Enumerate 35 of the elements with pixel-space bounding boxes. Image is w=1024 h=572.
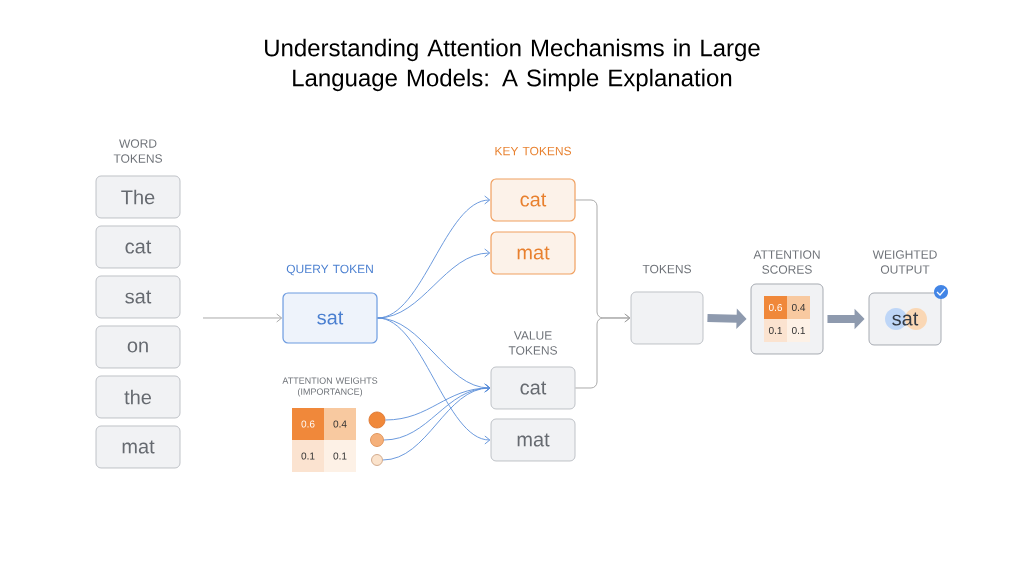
- column-heading: ATTENTION SCORES: [753, 250, 820, 274]
- value-token-box: mat: [490, 418, 576, 462]
- arrow: [382, 383, 491, 461]
- arrow: [377, 317, 491, 445]
- word-token-box: cat: [95, 225, 181, 269]
- weight-cell: 0.4: [324, 408, 356, 440]
- score-cell: 0.4: [787, 296, 810, 319]
- score-cell: 0.1: [764, 319, 787, 342]
- weight-cell: 0.6: [292, 408, 324, 440]
- word-token-box: sat: [95, 275, 181, 319]
- column-heading: QUERY TOKEN: [286, 264, 373, 276]
- weight-cell: 0.1: [292, 440, 324, 472]
- column-heading: VALUE TOKENS: [508, 331, 557, 355]
- output-box: sat: [868, 292, 942, 346]
- matrix-heading: ATTENTION WEIGHTS (IMPORTANCE): [282, 377, 378, 397]
- arrow: [575, 313, 631, 389]
- value-token-box: cat: [490, 366, 576, 410]
- word-token-box: The: [95, 175, 181, 219]
- arrow: [377, 248, 491, 319]
- title: Understanding Attention Mechanisms in Large Language Models: A Simple Explanation: [265, 38, 760, 92]
- key-token-box: cat: [490, 178, 576, 222]
- column-heading: WEIGHTED OUTPUT: [872, 250, 937, 274]
- word-token-box: on: [95, 325, 181, 369]
- column-heading: TOKENS: [642, 264, 691, 274]
- key-token-box: mat: [490, 231, 576, 275]
- word-token-box: the: [95, 375, 181, 419]
- score-cell: 0.1: [787, 319, 810, 342]
- query-token-box: sat: [282, 292, 378, 344]
- column-heading: WORD TOKENS: [113, 139, 162, 163]
- score-cell: 0.6: [764, 296, 787, 319]
- arrow: [202, 313, 283, 323]
- word-token-box: mat: [95, 425, 181, 469]
- weight-dot: [368, 411, 386, 429]
- column-heading: KEY TOKENS: [495, 146, 572, 156]
- weight-cell: 0.1: [324, 440, 356, 472]
